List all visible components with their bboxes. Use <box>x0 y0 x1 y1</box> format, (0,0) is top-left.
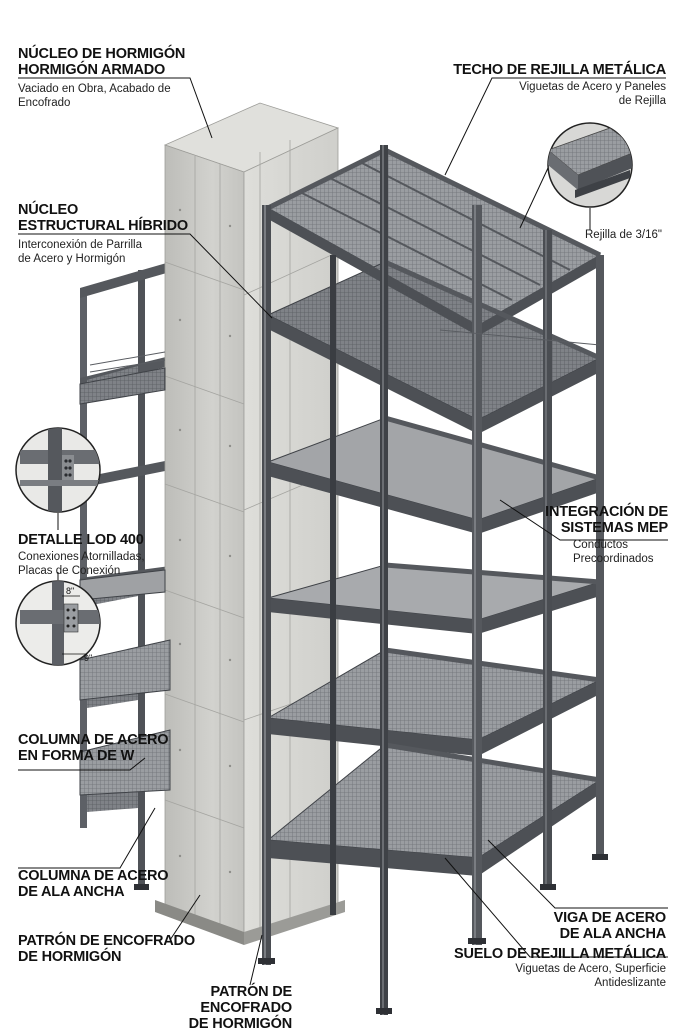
core-subtitle-line-2: Encofrado <box>18 96 171 110</box>
mep-subtitle-line-2: Precoordinados <box>573 552 654 566</box>
w-column-title-line-2: EN FORMA DE W <box>18 748 168 764</box>
mep-subtitle: Conductos Precoordinados <box>573 538 654 566</box>
dimension-bottom: 9" <box>84 653 92 663</box>
core-title: NÚCLEO DE HORMIGÓN HORMIGÓN ARMADO <box>18 46 185 78</box>
detail-title: DETALLE LOD 400 <box>18 532 144 548</box>
formwork-left-title: PATRÓN DE ENCOFRADO DE HORMIGÓN <box>18 933 195 965</box>
hybrid-title: NÚCLEO ESTRUCTURAL HÍBRIDO <box>18 202 188 234</box>
w-column-title-line-1: COLUMNA DE ACERO <box>18 732 168 748</box>
hybrid-title-line-2: ESTRUCTURAL HÍBRIDO <box>18 218 188 234</box>
roof-subtitle-line-2: de Rejilla <box>519 94 666 108</box>
formwork-bottom-title: PATRÓN DE ENCOFRADO DE HORMIGÓN <box>140 984 292 1032</box>
mep-title: INTEGRACIÓN DE SISTEMAS MEP <box>545 504 668 536</box>
wide-column-title-line-1: COLUMNA DE ACERO <box>18 868 168 884</box>
formwork-left-title-line-1: PATRÓN DE ENCOFRADO <box>18 933 195 949</box>
hybrid-subtitle-line-2: de Acero y Hormigón <box>18 252 142 266</box>
mep-subtitle-line-1: Conductos <box>573 538 654 552</box>
floor-subtitle-line-1: Viguetas de Acero, Superficie <box>515 962 666 976</box>
dimension-top: 8" <box>66 586 74 596</box>
floor-subtitle: Viguetas de Acero, Superficie Antidesliz… <box>515 962 666 990</box>
mep-title-line-1: INTEGRACIÓN DE <box>545 504 668 520</box>
detail-circle-bolted <box>16 425 100 515</box>
wide-column-title: COLUMNA DE ACERO DE ALA ANCHA <box>18 868 168 900</box>
hybrid-title-line-1: NÚCLEO <box>18 202 188 218</box>
core-subtitle-line-1: Vaciado en Obra, Acabado de <box>18 82 171 96</box>
formwork-left-title-line-2: DE HORMIGÓN <box>18 949 195 965</box>
hybrid-subtitle-line-1: Interconexión de Parrilla <box>18 238 142 252</box>
w-column-title: COLUMNA DE ACERO EN FORMA DE W <box>18 732 168 764</box>
core-title-line-1: NÚCLEO DE HORMIGÓN <box>18 46 185 62</box>
beam-title-line-1: VIGA DE ACERO <box>554 910 666 926</box>
beam-title-line-2: DE ALA ANCHA <box>554 926 666 942</box>
core-title-line-2: HORMIGÓN ARMADO <box>18 62 185 78</box>
roof-subtitle: Viguetas de Acero y Paneles de Rejilla <box>519 80 666 108</box>
detail-subtitle: Conexiones Atornilladas, Placas de Conex… <box>18 550 145 578</box>
mep-title-line-2: SISTEMAS MEP <box>545 520 668 536</box>
roof-subtitle-line-1: Viguetas de Acero y Paneles <box>519 80 666 94</box>
floor-subtitle-line-2: Antideslizante <box>515 976 666 990</box>
floor-title: SUELO DE REJILLA METÁLICA <box>454 946 666 962</box>
hybrid-subtitle: Interconexión de Parrilla de Acero y Hor… <box>18 238 142 266</box>
formwork-bottom-title-line-1: PATRÓN DE ENCOFRADO <box>140 984 292 1016</box>
detail-circle-grating <box>548 123 640 207</box>
detail-subtitle-line-1: Conexiones Atornilladas, <box>18 550 145 564</box>
roof-title: TECHO DE REJILLA METÁLICA <box>453 62 666 78</box>
grating-callout: Rejilla de 3/16" <box>585 228 662 242</box>
formwork-bottom-title-line-2: DE HORMIGÓN <box>140 1016 292 1032</box>
core-subtitle: Vaciado en Obra, Acabado de Encofrado <box>18 82 171 110</box>
wide-column-title-line-2: DE ALA ANCHA <box>18 884 168 900</box>
detail-subtitle-line-2: Placas de Conexión <box>18 564 145 578</box>
beam-title: VIGA DE ACERO DE ALA ANCHA <box>554 910 666 942</box>
